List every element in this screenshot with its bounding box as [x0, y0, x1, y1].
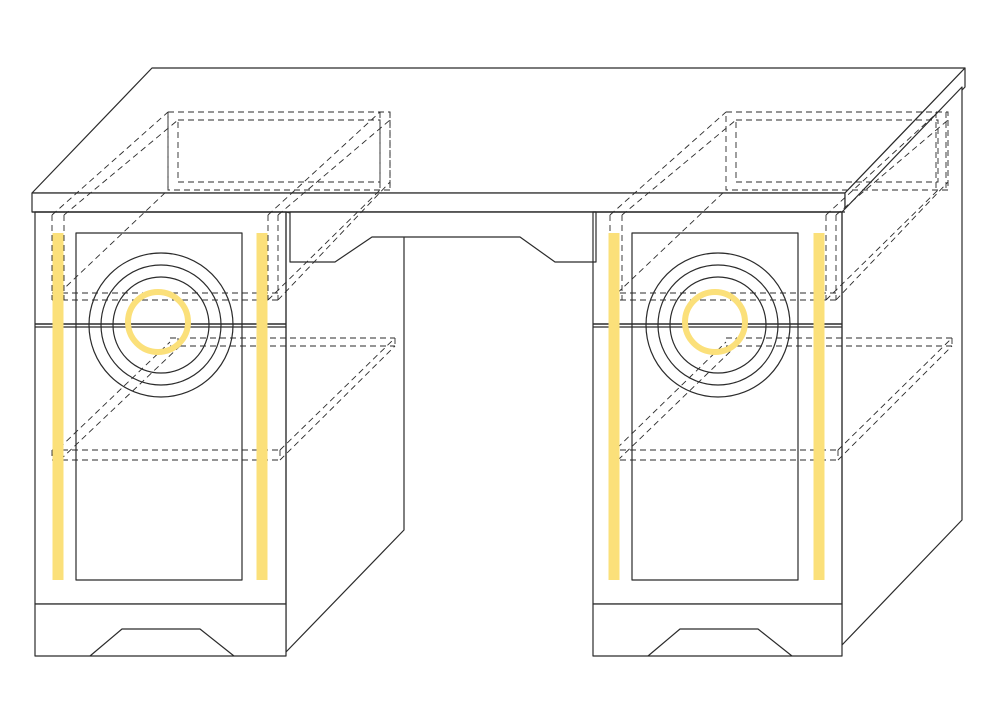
desk-top-surface	[31, 67, 966, 194]
left-door-knob	[125, 289, 191, 355]
right-plinth	[592, 603, 843, 657]
hidden-frame-left	[51, 111, 396, 461]
left-plinth	[34, 603, 287, 657]
left-lock-dial	[88, 252, 234, 398]
left-pedestal	[34, 211, 287, 657]
right-door-knob	[682, 289, 748, 355]
hidden-drawer-box-left	[167, 111, 391, 191]
desk-top-front-edge	[31, 192, 846, 213]
hidden-drawer-box-right	[725, 111, 949, 191]
apron	[289, 211, 597, 263]
right-plinth-cutout	[647, 628, 793, 657]
right-pedestal-front	[592, 211, 843, 605]
desk-top	[31, 67, 966, 213]
apron-panel	[289, 211, 597, 263]
right-pedestal	[592, 211, 843, 657]
left-pedestal-front	[34, 211, 287, 605]
right-lock-dial	[645, 252, 791, 398]
left-plinth-cutout	[89, 628, 235, 657]
right-door-panel	[631, 232, 799, 581]
left-door-panel	[75, 232, 243, 581]
desk-top-side-edge	[844, 67, 966, 213]
left-pedestal-side	[285, 211, 405, 653]
